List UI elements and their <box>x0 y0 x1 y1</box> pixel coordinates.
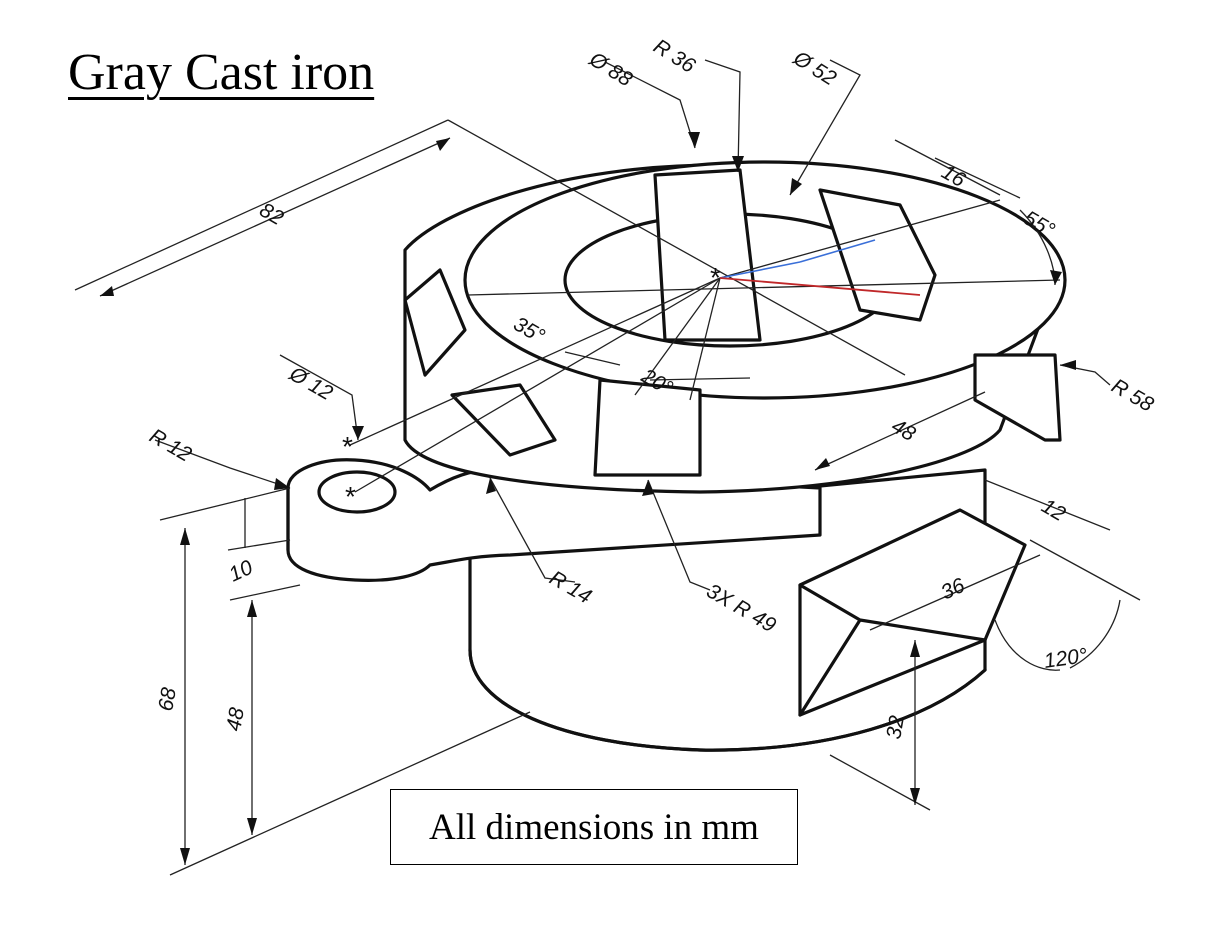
dim-12: 12 <box>1038 494 1070 526</box>
blue-ref-line <box>719 261 801 279</box>
dim-d52: Ø 52 <box>789 46 841 90</box>
rib-far-right <box>973 353 1062 442</box>
red-ref-line <box>719 277 921 296</box>
ribs <box>403 168 1062 717</box>
construction-lines: * * * <box>342 119 1061 512</box>
units-note: All dimensions in mm <box>390 789 798 865</box>
v-notch <box>798 508 1027 717</box>
svg-text:*: * <box>342 431 353 462</box>
dim-10: 10 <box>225 556 256 587</box>
arrowheads <box>100 132 1076 865</box>
dimension-lines <box>74 59 1141 876</box>
rib-left <box>403 268 467 377</box>
dim-r12: R 12 <box>146 424 196 466</box>
dim-r58: R 58 <box>1108 374 1158 416</box>
dim-d88: Ø 88 <box>585 47 637 91</box>
dim-r36: R 36 <box>649 35 699 78</box>
rib-front <box>593 378 702 477</box>
dim-d12: Ø 12 <box>285 362 337 405</box>
svg-text:*: * <box>345 481 356 512</box>
dim-32: 32 <box>882 714 909 741</box>
dim-48-side: 48 <box>222 706 249 733</box>
bolt-hole <box>317 470 397 514</box>
rib-back <box>653 168 762 342</box>
svg-text:*: * <box>710 262 721 293</box>
dim-68: 68 <box>154 686 181 713</box>
drawing-title: Gray Cast iron <box>68 44 375 101</box>
dim-82: 82 <box>256 198 288 230</box>
dim-120-deg: 120° <box>1042 644 1088 673</box>
rib-front-left <box>450 383 557 457</box>
